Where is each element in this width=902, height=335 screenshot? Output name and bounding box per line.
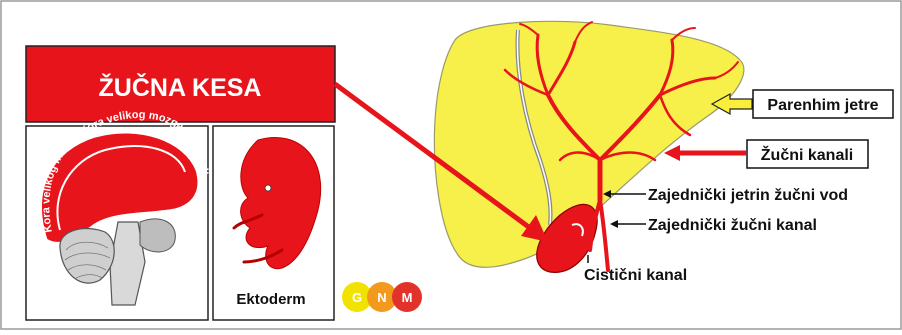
label-zajednicki-zucni: Zajednički žučni kanal [648, 217, 817, 234]
title-box: ŽUČNA KESA [26, 46, 335, 122]
logo-letter-g: G [352, 290, 362, 305]
title-text: ŽUČNA KESA [99, 72, 262, 102]
gnm-logo: G N M [342, 282, 422, 312]
embryo-label: Ektoderm [236, 291, 305, 308]
label-zajednicki-jetrin: Zajednički jetrin žučni vod [648, 187, 848, 204]
label-zucni-kanali-text: Žučni kanali [761, 145, 853, 164]
logo-letter-m: M [402, 290, 413, 305]
label-parenhim-text: Parenhim jetre [767, 97, 878, 114]
label-parenhim: Parenhim jetre [753, 90, 893, 118]
label-zucni-kanali: Žučni kanali [747, 140, 868, 168]
label-cisticni: Cistični kanal [584, 267, 687, 284]
embryo-panel: Ektoderm [213, 126, 334, 320]
logo-letter-n: N [377, 290, 386, 305]
